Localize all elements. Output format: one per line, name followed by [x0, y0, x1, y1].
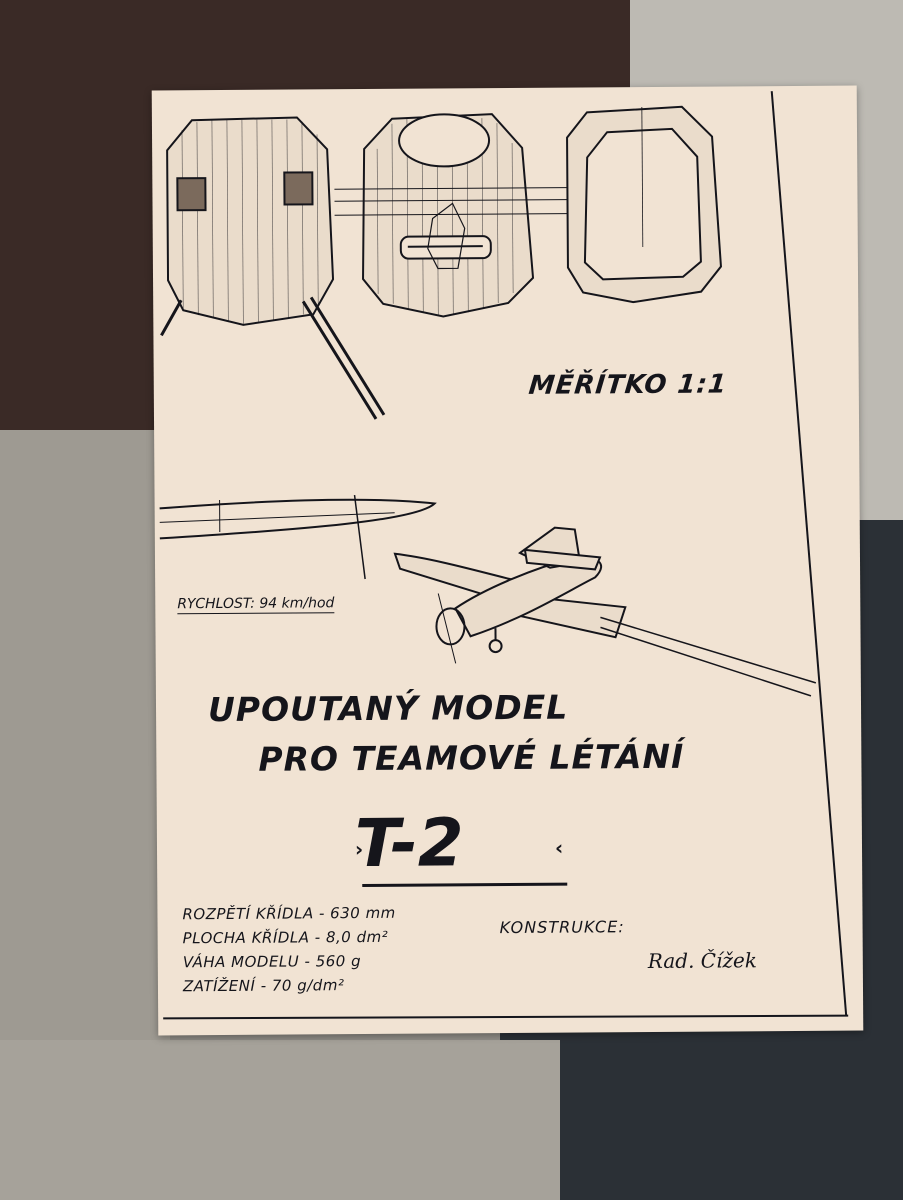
airplane-sketch [393, 526, 817, 697]
scale-label: MĚŘÍTKO 1:1 [527, 369, 729, 401]
blueprint-sheet: MĚŘÍTKO 1:1 RYCHLOST: 94 km/hod UPOUTANÝ… [151, 85, 864, 1036]
author-signature: Rad. Čížek [647, 948, 758, 974]
bottom-border-line [163, 1014, 849, 1020]
spec-loading: ZATÍŽENÍ - 70 g/dm² [182, 976, 345, 996]
carpet-grey-bottom-area [0, 1040, 560, 1200]
model-name: T-2 [354, 804, 464, 883]
spec-weight: VÁHA MODELU - 560 g [182, 952, 362, 972]
wing-spar-drawing [159, 494, 437, 580]
right-border-line [770, 91, 848, 1016]
speed-label: RYCHLOST: 94 km/hod [177, 595, 335, 615]
bulkhead-2-drawing [334, 113, 583, 318]
spec-wingspan: ROZPĚTÍ KŘÍDLA - 630 mm [182, 903, 396, 924]
title-line-2: PRO TEAMOVÉ LÉTÁNÍ [258, 736, 685, 779]
bulkhead-1-drawing [160, 116, 386, 420]
construction-label: KONSTRUKCE: [499, 917, 625, 938]
bulkhead-3-drawing [566, 105, 722, 304]
title-line-1: UPOUTANÝ MODEL [207, 687, 569, 730]
blueprint-drawing [159, 91, 849, 1020]
spec-wing-area: PLOCHA KŘÍDLA - 8,0 dm² [182, 927, 389, 948]
model-name-right-mark: ‹ [554, 835, 564, 860]
